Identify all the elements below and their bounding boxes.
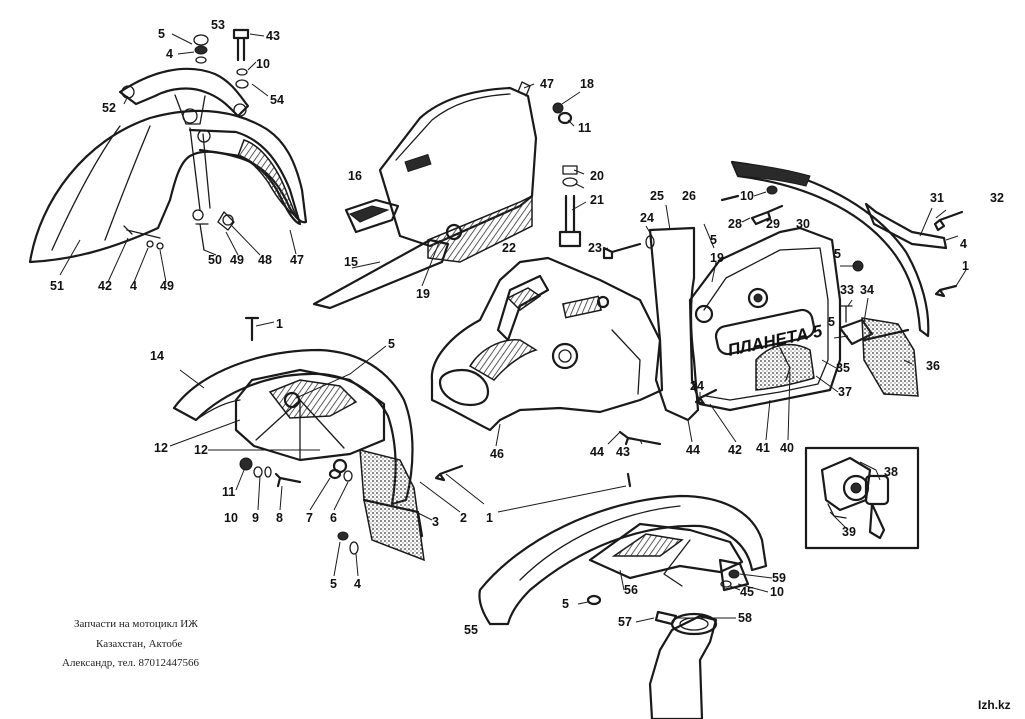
callout-label: 5: [330, 577, 337, 591]
callout-label: 5: [834, 247, 841, 261]
callout-label: 30: [796, 217, 810, 231]
callout-label: 14: [150, 349, 164, 363]
callout-label: 58: [738, 611, 752, 625]
callout-label: 18: [580, 77, 594, 91]
callout-label: 48: [258, 253, 272, 267]
callout-label: 43: [616, 445, 630, 459]
callout-label: 1: [276, 317, 283, 331]
callout-label: 16: [348, 169, 362, 183]
callout-label: 5: [562, 597, 569, 611]
callout-label: 5: [388, 337, 395, 351]
callout-label: 20: [590, 169, 604, 183]
front-fender-55: [478, 494, 768, 719]
callout-label: 42: [728, 443, 742, 457]
callout-label: 8: [276, 511, 283, 525]
callout-label: 44: [590, 445, 604, 459]
callout-label: 47: [290, 253, 304, 267]
callout-label: 31: [930, 191, 944, 205]
callout-label: 33: [840, 283, 854, 297]
callout-label: 40: [780, 441, 794, 455]
callout-label: 41: [756, 441, 770, 455]
callout-label: 53: [211, 18, 225, 32]
callout-label: 24: [640, 211, 654, 225]
callout-label: 39: [842, 525, 856, 539]
callout-label: 11: [222, 485, 235, 499]
callout-label: 43: [266, 29, 280, 43]
front-mudguard-51: [28, 109, 308, 264]
callout-label: 37: [838, 385, 852, 399]
callout-label: 23: [588, 241, 602, 255]
callout-label: 32: [990, 191, 1004, 205]
caption-line-2: Казахстан, Актобе: [96, 638, 183, 650]
callout-label: 25: [650, 189, 664, 203]
callout-label: 54: [270, 93, 284, 107]
caption-line-1: Запчасти на мотоцикл ИЖ: [74, 618, 199, 630]
callout-label: 42: [98, 279, 112, 293]
callout-label: 22: [502, 241, 516, 255]
callout-label: 29: [766, 217, 780, 231]
callout-label: 52: [102, 101, 116, 115]
rear-mudguard-14: [172, 348, 425, 562]
callout-label: 50: [208, 253, 222, 267]
callout-label: 10: [740, 189, 754, 203]
callout-label: 47: [540, 77, 554, 91]
site-watermark: Izh.kz: [978, 698, 1011, 712]
callout-label: 24: [690, 379, 704, 393]
callout-label: 51: [50, 279, 64, 293]
callout-label: 10: [224, 511, 238, 525]
callout-label: 28: [728, 217, 742, 231]
callout-label: 15: [344, 255, 358, 269]
callout-label: 21: [590, 193, 604, 207]
callout-label: 34: [860, 283, 874, 297]
caption-line-3: Александр, тел. 87012447566: [62, 657, 199, 669]
callout-label: 6: [330, 511, 337, 525]
callout-label: 44: [686, 443, 700, 457]
callout-label: 45: [740, 585, 754, 599]
leader-lines: [59, 33, 967, 623]
rear-fender-arc: [720, 160, 964, 338]
callout-label: 46: [490, 447, 504, 461]
callout-label: 36: [926, 359, 940, 373]
callout-label: 7: [306, 511, 313, 525]
center-shroud-46: [430, 256, 664, 432]
callout-label: 19: [416, 287, 430, 301]
callout-label: 55: [464, 623, 478, 637]
side-panel-planeta5: ПЛАНЕТА 5: [648, 226, 919, 422]
callout-label: 9: [252, 511, 259, 525]
callout-label: 12: [194, 443, 208, 457]
callout-label: 5: [828, 315, 835, 329]
callout-label: 1: [486, 511, 493, 525]
callout-label: 49: [230, 253, 244, 267]
mudguard-bracket-52: [118, 67, 250, 125]
front-fasteners: [123, 28, 250, 251]
callout-label: 10: [256, 57, 270, 71]
callout-label: 4: [354, 577, 361, 591]
callout-label: 49: [160, 279, 174, 293]
callout-label: 10: [770, 585, 784, 599]
rear-fasteners: [239, 316, 718, 555]
callout-label: 5: [710, 233, 717, 247]
callout-label: 19: [710, 251, 724, 265]
callout-label: 1: [962, 259, 969, 273]
callout-label: 38: [884, 465, 898, 479]
callout-label: 12: [154, 441, 168, 455]
callout-label: 4: [130, 279, 137, 293]
callout-label: 2: [460, 511, 467, 525]
callout-label: 56: [624, 583, 638, 597]
callout-label: 4: [960, 237, 967, 251]
callout-label: 4: [166, 47, 173, 61]
side-cover-box: [312, 81, 573, 310]
callout-label: 57: [618, 615, 632, 629]
callout-label: 59: [772, 571, 786, 585]
callout-labels: 53 5 4 43 10 54 52 51 42 4 49 50 49 48 4…: [50, 18, 1004, 637]
callout-label: 5: [158, 27, 165, 41]
callout-label: 3: [432, 515, 439, 529]
callout-label: 26: [682, 189, 696, 203]
callout-label: 35: [836, 361, 850, 375]
callout-label: 11: [578, 121, 591, 135]
